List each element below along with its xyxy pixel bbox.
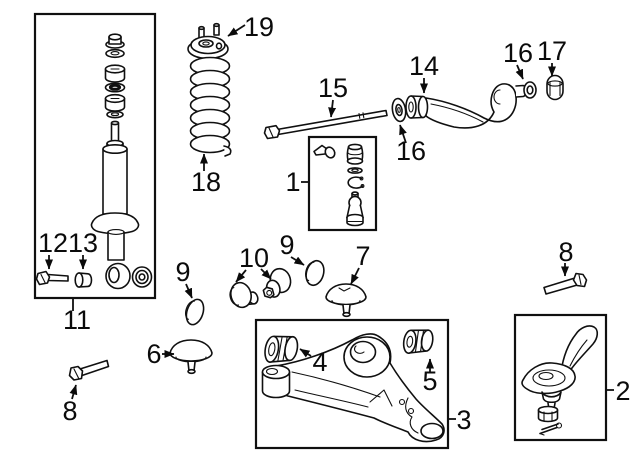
callout-7-label[interactable]: 7 xyxy=(355,241,370,271)
callout-4[interactable]: 4 xyxy=(299,347,328,377)
callout-9-left-label[interactable]: 9 xyxy=(175,257,190,287)
bushing-icon xyxy=(262,267,292,299)
bolt-icon xyxy=(68,359,110,381)
callout-19-label[interactable]: 19 xyxy=(244,12,274,42)
callout-8-left-label[interactable]: 8 xyxy=(62,396,77,426)
callout-12[interactable]: 12 xyxy=(38,228,68,270)
callout-17[interactable]: 17 xyxy=(537,36,567,77)
snap-ring-icon xyxy=(347,176,365,189)
shock-absorber-icon xyxy=(90,120,140,290)
spring-bumper-icon xyxy=(169,339,213,375)
callout-8-right[interactable]: 8 xyxy=(558,237,574,277)
callout-16-left-label[interactable]: 16 xyxy=(396,136,426,166)
bushing-icon xyxy=(184,298,205,326)
callout-1[interactable]: 1 xyxy=(285,167,309,197)
ball-joint-kit-box xyxy=(307,135,378,232)
callout-16-left[interactable]: 16 xyxy=(396,124,426,166)
spacer-sleeve-icon xyxy=(74,272,93,288)
shock-mount-hardware-stack-icon xyxy=(104,33,126,119)
bolt-icon xyxy=(35,270,69,286)
nut-icon xyxy=(546,74,564,101)
callout-3[interactable]: 3 xyxy=(448,405,472,435)
callout-10[interactable]: 10 xyxy=(235,243,272,283)
callout-10-label[interactable]: 10 xyxy=(239,243,269,273)
callout-12-label[interactable]: 12 xyxy=(38,228,68,258)
shock-eye-bushing-icon xyxy=(131,266,153,288)
callout-9-left[interactable]: 9 xyxy=(175,257,193,299)
callout-15[interactable]: 15 xyxy=(318,73,348,118)
callout-4-label[interactable]: 4 xyxy=(312,347,327,377)
callout-7[interactable]: 7 xyxy=(350,241,371,285)
callout-2[interactable]: 2 xyxy=(607,376,631,406)
callout-11[interactable]: 11 xyxy=(63,298,91,335)
lower-control-arm-box xyxy=(254,318,450,450)
callout-19[interactable]: 19 xyxy=(227,12,274,42)
callout-5[interactable]: 5 xyxy=(422,358,438,396)
washer-icon xyxy=(523,81,537,99)
callout-17-label[interactable]: 17 xyxy=(537,36,567,66)
ball-stud-icon xyxy=(346,191,364,227)
bolt-icon xyxy=(543,272,588,295)
callout-15-label[interactable]: 15 xyxy=(318,73,348,103)
callout-8-right-label[interactable]: 8 xyxy=(558,237,573,267)
callout-6-label[interactable]: 6 xyxy=(146,339,161,369)
bushing-icon xyxy=(264,335,299,363)
callout-1-label[interactable]: 1 xyxy=(285,167,300,197)
callout-14-label[interactable]: 14 xyxy=(409,51,439,81)
bushing-icon xyxy=(229,281,259,309)
pivot-bolt-icon xyxy=(263,109,388,140)
grease-fitting-icon xyxy=(313,144,336,159)
callout-11-label[interactable]: 11 xyxy=(63,305,91,335)
upper-control-arm-icon xyxy=(405,83,527,129)
callout-8-left[interactable]: 8 xyxy=(62,384,78,426)
lower-control-arm-icon xyxy=(261,333,445,443)
callout-14[interactable]: 14 xyxy=(409,51,439,94)
cotter-pin-icon xyxy=(539,422,563,436)
shock-absorber-kit-box xyxy=(33,12,157,300)
bushing-icon xyxy=(402,329,434,354)
callout-13[interactable]: 13 xyxy=(68,228,98,270)
lower-ball-joint-icon xyxy=(521,325,599,413)
spring-bumper-icon xyxy=(325,283,367,318)
callout-18[interactable]: 18 xyxy=(191,153,221,197)
callout-9-right-label[interactable]: 9 xyxy=(279,230,294,260)
callout-13-label[interactable]: 13 xyxy=(68,228,98,258)
castle-nut-icon xyxy=(537,405,559,423)
callout-3-label[interactable]: 3 xyxy=(456,405,471,435)
callout-6[interactable]: 6 xyxy=(146,339,175,369)
washer-icon xyxy=(391,97,407,123)
callout-18-label[interactable]: 18 xyxy=(191,167,221,197)
coil-spring-icon xyxy=(189,56,232,157)
callout-5-label[interactable]: 5 xyxy=(422,366,437,396)
callout-9-right[interactable]: 9 xyxy=(279,230,305,266)
callout-2-label[interactable]: 2 xyxy=(615,376,630,406)
callouts-layer: 19 18 15 1 14 16 17 16 xyxy=(38,12,631,435)
callout-16-top-label[interactable]: 16 xyxy=(503,38,533,68)
dust-boot-icon xyxy=(346,143,364,165)
bushing-icon xyxy=(305,259,325,287)
spring-upper-seat-icon xyxy=(187,22,229,60)
lower-ball-joint-box xyxy=(513,313,608,442)
callout-16-top[interactable]: 16 xyxy=(503,38,533,80)
washer-icon xyxy=(347,167,363,174)
